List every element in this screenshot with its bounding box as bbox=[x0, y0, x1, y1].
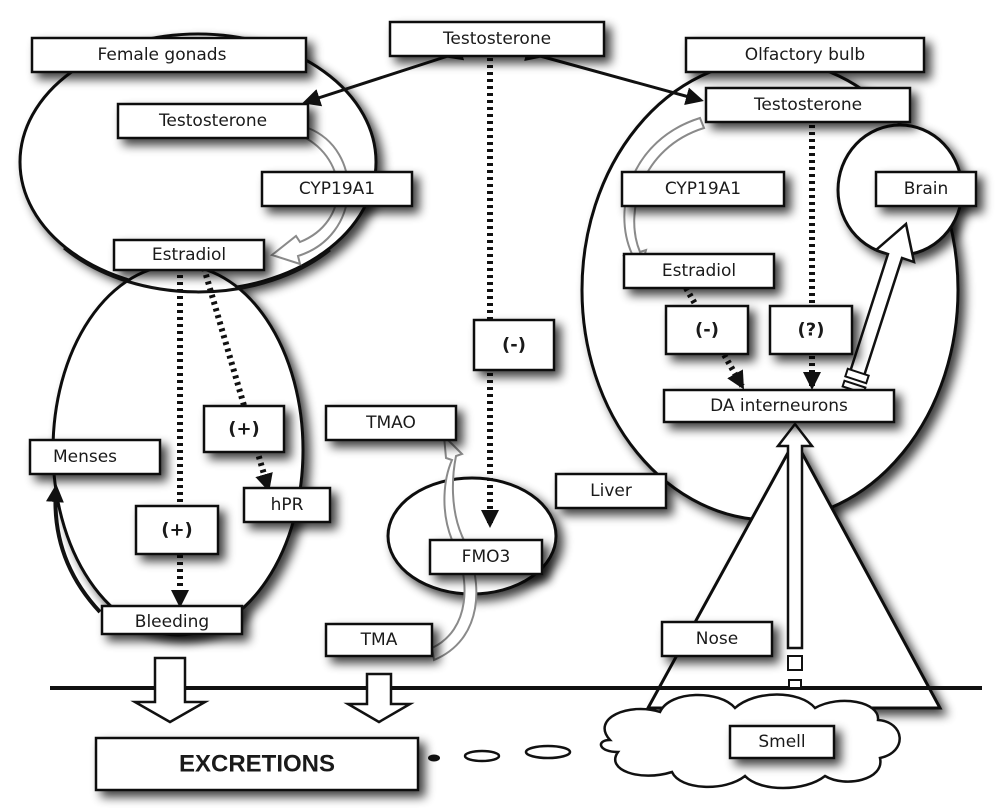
label-hpr: hPR bbox=[271, 495, 304, 515]
excretion-arrow-center bbox=[343, 672, 415, 724]
label-excretions: EXCRETIONS bbox=[179, 751, 335, 778]
arrow-testosterone-right bbox=[524, 43, 704, 105]
box-female-gonads bbox=[30, 36, 308, 74]
box-excretions bbox=[94, 736, 420, 792]
label-olfactory-bulb: Olfactory bulb bbox=[745, 45, 865, 65]
box-plus-hpr bbox=[202, 404, 286, 454]
box-smell bbox=[728, 724, 836, 760]
menses-arrow bbox=[45, 484, 102, 614]
box-hpr bbox=[242, 486, 332, 524]
label-cyp-right: CYP19A1 bbox=[665, 179, 741, 199]
label-menses: Menses bbox=[53, 447, 117, 467]
box-question bbox=[768, 304, 854, 356]
box-minus-center bbox=[472, 318, 556, 372]
label-smell: Smell bbox=[758, 732, 805, 752]
label-minus-center: (-) bbox=[502, 335, 526, 356]
box-tmao bbox=[324, 404, 458, 442]
label-testosterone-left: Testosterone bbox=[158, 111, 267, 131]
box-brain bbox=[874, 170, 978, 208]
label-nose: Nose bbox=[696, 629, 738, 649]
arrow-testosterone-left bbox=[302, 43, 465, 107]
box-minus-right bbox=[664, 304, 750, 356]
label-tmao: TMAO bbox=[365, 413, 416, 433]
box-testosterone-left bbox=[116, 102, 310, 140]
excretion-arrow-left bbox=[130, 656, 210, 724]
label-liver: Liver bbox=[590, 481, 632, 501]
box-cyp-left bbox=[260, 170, 414, 208]
label-tma: TMA bbox=[360, 630, 398, 650]
box-estradiol-right bbox=[622, 252, 776, 290]
label-plus-bleed: (+) bbox=[161, 520, 193, 541]
open-arrow-brain bbox=[848, 221, 916, 378]
label-estradiol-left: Estradiol bbox=[152, 245, 226, 265]
label-brain: Brain bbox=[904, 179, 949, 199]
bubble-2 bbox=[463, 749, 501, 763]
label-question: (?) bbox=[798, 320, 825, 341]
label-testosterone-top: Testosterone bbox=[442, 29, 551, 49]
label-testosterone-right: Testosterone bbox=[753, 95, 862, 115]
box-liver bbox=[554, 472, 668, 510]
label-estradiol-right: Estradiol bbox=[662, 261, 736, 281]
label-fmo3: FMO3 bbox=[462, 547, 511, 567]
box-da-interneurons bbox=[662, 388, 896, 424]
box-cyp-right bbox=[620, 170, 786, 208]
box-plus-bleed bbox=[134, 504, 220, 556]
label-female-gonads: Female gonads bbox=[98, 45, 227, 65]
label-da-interneurons: DA interneurons bbox=[710, 396, 848, 416]
box-fmo3 bbox=[428, 538, 544, 576]
box-bleeding bbox=[100, 604, 244, 636]
box-olfactory-bulb bbox=[684, 36, 926, 74]
label-minus-right: (-) bbox=[695, 320, 719, 341]
bubble-3 bbox=[524, 744, 572, 760]
box-menses bbox=[28, 438, 162, 476]
box-estradiol-left bbox=[112, 238, 266, 272]
box-testosterone-top bbox=[388, 20, 606, 58]
bubble-1 bbox=[428, 754, 440, 762]
label-plus-hpr: (+) bbox=[228, 419, 260, 440]
label-bleeding: Bleeding bbox=[135, 612, 209, 632]
box-testosterone-right bbox=[704, 86, 912, 124]
open-arrow-nose bbox=[775, 421, 815, 650]
label-cyp-left: CYP19A1 bbox=[299, 179, 375, 199]
box-tma bbox=[324, 622, 434, 658]
box-nose bbox=[660, 620, 774, 658]
